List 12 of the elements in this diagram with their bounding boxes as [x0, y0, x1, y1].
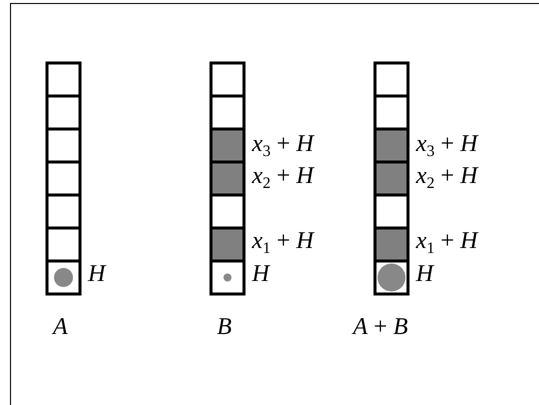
math-label: H — [252, 261, 270, 287]
math-label: H — [416, 261, 434, 287]
math-label: x$_{2}$ + H — [252, 163, 314, 189]
math-label: x$_{1}$ + H — [252, 228, 314, 254]
math-label: x$_{3}$ + H — [252, 131, 314, 157]
math-label: A + B — [353, 314, 408, 340]
math-label: x$_{2}$ + H — [416, 163, 478, 189]
math-label: x$_{1}$ + H — [416, 228, 478, 254]
math-label: x$_{3}$ + H — [416, 131, 478, 157]
math-label: A — [53, 314, 68, 340]
math-label: B — [217, 314, 232, 340]
math-label: H — [88, 261, 106, 287]
